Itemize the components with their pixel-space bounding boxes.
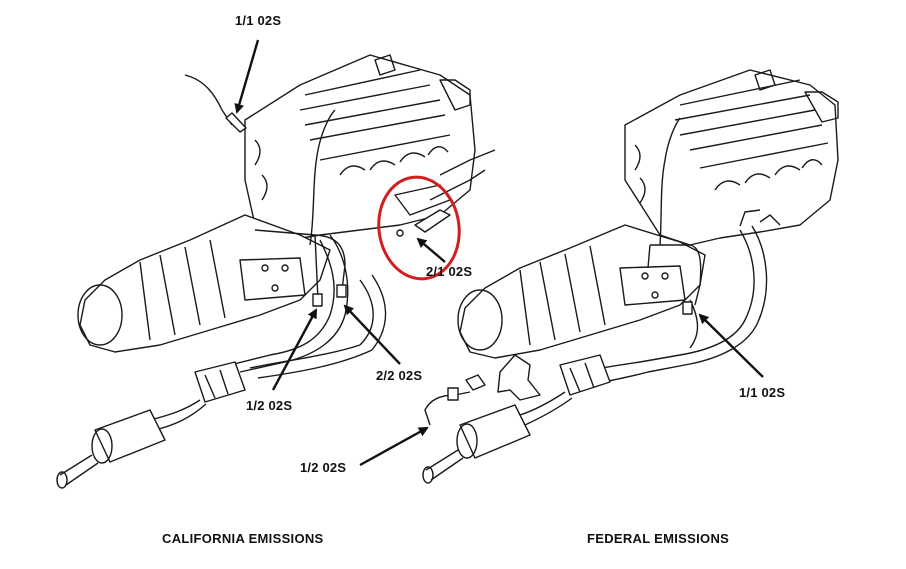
sensor-2-1-highlight-circle xyxy=(377,175,461,281)
arrow-ca-1-1 xyxy=(234,39,260,114)
california-engine-illustration xyxy=(56,54,496,489)
arrow-fed-1-2 xyxy=(359,426,429,467)
arrow-fed-1-1 xyxy=(698,313,764,378)
label-california-sensor-2-2: 2/2 02S xyxy=(376,368,423,383)
arrow-ca-2-1 xyxy=(416,237,446,263)
caption-california-emissions: CALIFORNIA EMISSIONS xyxy=(162,531,324,546)
label-california-sensor-1-2: 1/2 02S xyxy=(246,398,293,413)
caption-federal-emissions: FEDERAL EMISSIONS xyxy=(587,531,730,546)
label-federal-sensor-1-1: 1/1 02S xyxy=(739,385,786,400)
label-federal-sensor-1-2: 1/2 02S xyxy=(300,460,347,475)
label-california-sensor-2-1: 2/1 02S xyxy=(426,264,473,279)
label-california-sensor-1-1: 1/1 02S xyxy=(235,13,282,28)
arrow-ca-1-2 xyxy=(271,308,318,391)
federal-engine-illustration xyxy=(422,69,839,484)
arrow-ca-2-2 xyxy=(343,304,401,365)
callout-arrows xyxy=(234,39,764,467)
